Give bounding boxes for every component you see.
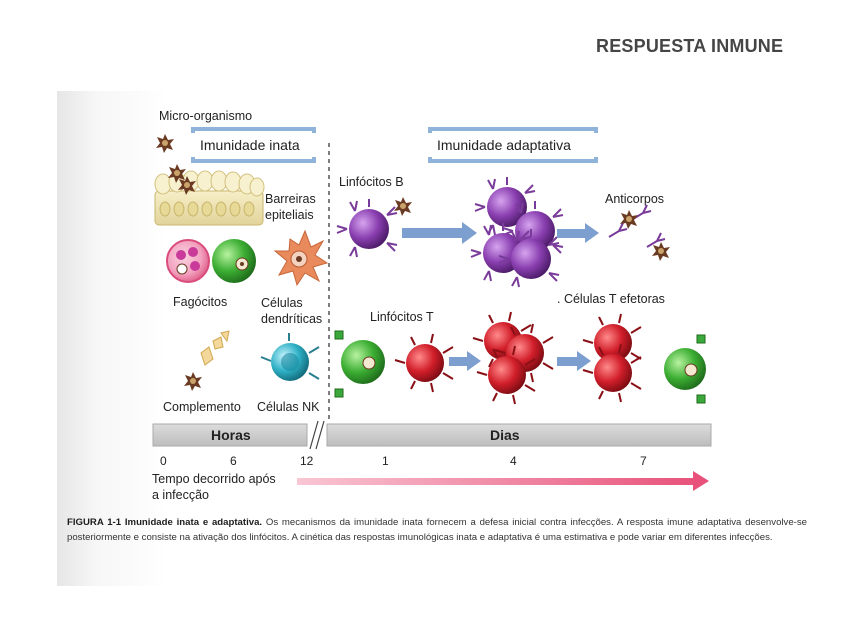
days-label: Dias bbox=[490, 427, 520, 443]
phagocyte-icon bbox=[166, 239, 256, 283]
adaptive-header: Imunidade adaptativa bbox=[428, 127, 598, 163]
microorganism-icon bbox=[156, 134, 174, 153]
tick-0: 0 bbox=[160, 454, 167, 468]
dendritic-cell-icon bbox=[273, 229, 329, 287]
hours-label: Horas bbox=[211, 427, 251, 443]
b-activation-arrow bbox=[402, 222, 477, 244]
figure-caption-text: Os mecanismos da imunidade inata fornece… bbox=[67, 517, 807, 543]
phagocytes-label: Fagócitos bbox=[173, 295, 227, 309]
tick-6: 6 bbox=[230, 454, 237, 468]
complement-icon bbox=[184, 330, 230, 391]
innate-header-label: Imunidade inata bbox=[200, 137, 300, 153]
t-activation-arrow bbox=[449, 351, 481, 371]
epithelial-label-line2: epiteliais bbox=[265, 208, 314, 222]
b-lymphocytes-label: Linfócitos B bbox=[339, 175, 404, 189]
antigen-presenting-cell-icon bbox=[334, 330, 385, 398]
elapsed-time-label-line1: Tempo decorrido após bbox=[152, 472, 276, 486]
effector-t-label: . Células T efetoras bbox=[557, 292, 665, 306]
t-clone-cluster-icon bbox=[472, 311, 554, 405]
antibodies-label: Anticorpos bbox=[605, 192, 664, 206]
t-lymphocytes-label: Linfócitos T bbox=[370, 310, 434, 324]
b-clone-cluster-icon bbox=[470, 176, 564, 288]
nk-cell-icon bbox=[260, 333, 320, 381]
t-lymphocyte-icon bbox=[394, 333, 454, 393]
immune-response-figure: Imunidade inata Imunidade adaptativa Mic… bbox=[57, 91, 815, 586]
innate-header: Imunidade inata bbox=[191, 127, 316, 163]
dendritic-label-line1: Células bbox=[261, 296, 303, 310]
complement-label: Complemento bbox=[163, 400, 241, 414]
effector-t-cluster-icon bbox=[582, 313, 642, 403]
epithelial-label-line1: Barreiras bbox=[265, 192, 316, 206]
nk-cells-label: Células NK bbox=[257, 400, 320, 414]
adaptive-header-label: Imunidade adaptativa bbox=[437, 137, 571, 153]
timeline-ticks: 0 6 12 1 4 7 bbox=[160, 454, 647, 468]
slide-title: RESPUESTA INMUNE bbox=[596, 36, 784, 56]
time-progress-arrow bbox=[297, 471, 709, 491]
tick-4: 4 bbox=[510, 454, 517, 468]
antibodies-icon bbox=[608, 204, 666, 248]
epithelial-barrier-icon bbox=[154, 164, 265, 226]
b-lymphocyte-icon bbox=[336, 198, 398, 258]
figure-caption: FIGURA 1-1 Imunidade inata e adaptativa.… bbox=[67, 515, 807, 545]
figure-caption-label: FIGURA 1-1 Imunidade inata e adaptativa. bbox=[67, 517, 263, 528]
elapsed-time-label-line2: a infecção bbox=[152, 488, 209, 502]
diagram-canvas: Imunidade inata Imunidade adaptativa Mic… bbox=[152, 109, 712, 502]
timeline-bar: Horas Dias bbox=[152, 420, 712, 450]
b-to-antibody-arrow bbox=[557, 223, 599, 243]
tick-12: 12 bbox=[300, 454, 314, 468]
target-cell-icon bbox=[664, 334, 706, 404]
tick-1: 1 bbox=[382, 454, 389, 468]
dendritic-label-line2: dendríticas bbox=[261, 312, 322, 326]
t-to-effector-arrow bbox=[557, 351, 591, 371]
tick-7: 7 bbox=[640, 454, 647, 468]
microorganism-label: Micro-organismo bbox=[159, 109, 252, 123]
